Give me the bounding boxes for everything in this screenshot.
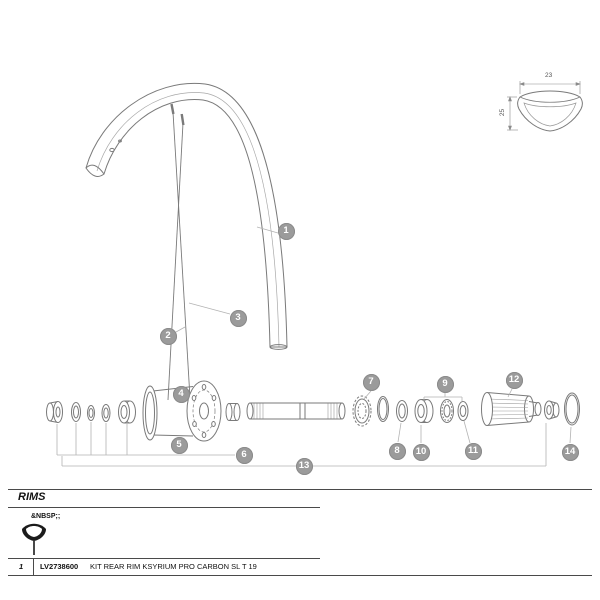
callout-7: 7 xyxy=(362,373,380,391)
o-ring-small xyxy=(377,396,389,422)
splined-washer xyxy=(352,395,372,427)
spacer-ring-small xyxy=(87,405,95,421)
group-label: &NBSP;; xyxy=(31,513,61,520)
table-rule-top xyxy=(8,489,592,490)
axle-drawing xyxy=(246,402,346,420)
hub-body-drawing xyxy=(142,380,222,442)
table-rule-bottom xyxy=(8,575,592,576)
bearing-right-2 xyxy=(457,401,469,421)
axle-end-cap-left xyxy=(46,401,63,423)
o-ring-large xyxy=(564,392,580,426)
callout-11: 11 xyxy=(464,442,482,460)
row-item-number: 1 xyxy=(19,562,24,571)
callout-10: 10 xyxy=(412,443,430,461)
table-rule-mid-1 xyxy=(8,507,320,508)
row-column-divider xyxy=(33,558,34,575)
section-title: RIMS xyxy=(18,491,46,503)
callout-8: 8 xyxy=(388,442,406,460)
bearing-right-1 xyxy=(414,399,434,423)
callout-14: 14 xyxy=(561,443,579,461)
callout-5: 5 xyxy=(170,436,188,454)
callout-2: 2 xyxy=(159,327,177,345)
spoke-lines xyxy=(167,103,191,401)
callout-9: 9 xyxy=(436,375,454,393)
dimension-lines xyxy=(507,81,581,131)
bearing-left xyxy=(118,400,136,424)
dimension-height-label: 25 xyxy=(499,108,507,117)
row-part-number: LV2738600 xyxy=(40,562,79,571)
ratchet-washer xyxy=(440,399,454,423)
spacer-ring xyxy=(101,404,111,422)
hub-spacer xyxy=(225,403,241,421)
rim-cross-section-drawing xyxy=(517,90,583,132)
dimension-width-label: 23 xyxy=(545,72,553,79)
callout-12: 12 xyxy=(505,371,523,389)
row-description: KIT REAR RIM KSYRIUM PRO CARBON SL T 19 xyxy=(90,562,257,571)
freehub-body-drawing xyxy=(481,392,542,426)
table-rule-mid-2 xyxy=(8,558,320,559)
callout-1: 1 xyxy=(277,222,295,240)
callout-3: 3 xyxy=(229,309,247,327)
callout-4: 4 xyxy=(172,385,190,403)
axle-end-cap-right xyxy=(544,400,560,420)
callout-13: 13 xyxy=(295,457,313,475)
rim-arc-drawing xyxy=(85,82,288,350)
washer-right xyxy=(396,400,408,422)
callout-leader-lines xyxy=(56,226,572,467)
callout-6: 6 xyxy=(235,446,253,464)
exploded-diagram-svg xyxy=(46,81,583,467)
washer-left xyxy=(71,402,81,422)
